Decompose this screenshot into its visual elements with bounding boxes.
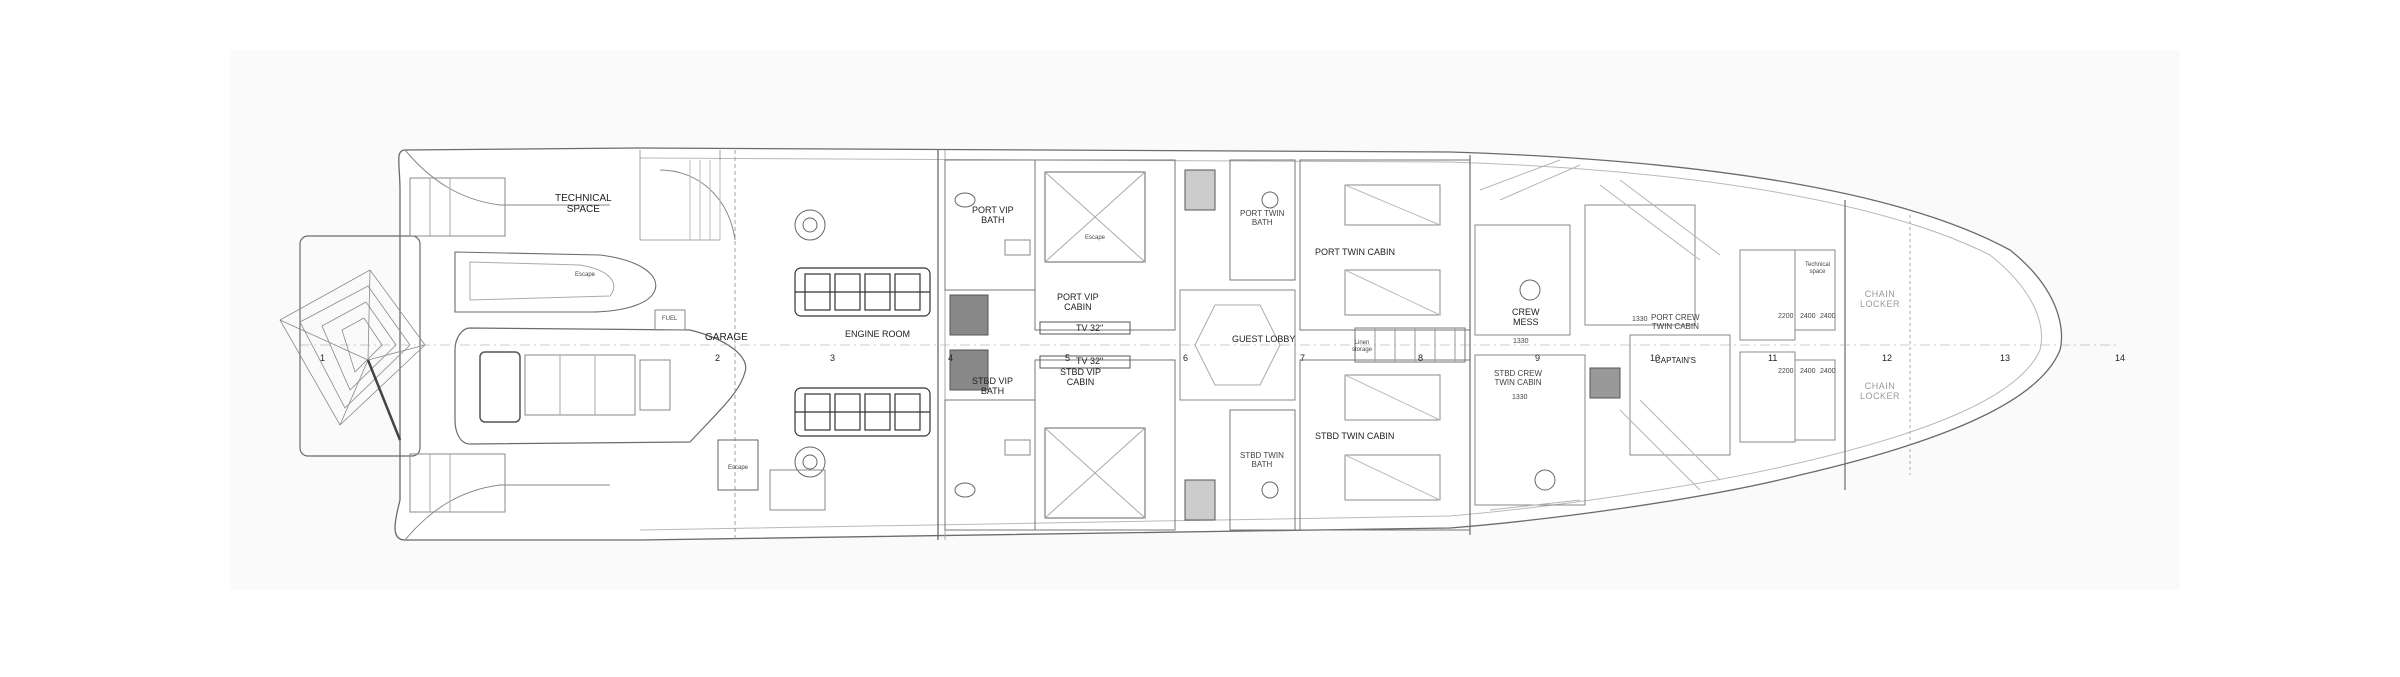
port-twin-bath-room [1229, 159, 1296, 281]
dim-2400-a: 2400 [1800, 313, 1816, 320]
frame-1: 1 [320, 353, 326, 363]
crew-hatching [1479, 159, 1721, 511]
label-chain-locker-port: CHAIN LOCKER [1860, 289, 1901, 309]
label-linen: Linen storage [1352, 340, 1373, 353]
label-escape-jetski: Escape [575, 272, 596, 278]
label-garage: GARAGE [705, 332, 748, 343]
transom-port [404, 149, 610, 206]
transom-stbd [404, 484, 610, 541]
port-vip-cabin-room [1034, 159, 1176, 331]
frame-7: 7 [1300, 353, 1306, 363]
port-duct [1184, 169, 1216, 211]
dim-stbd-crew: 1330 [1512, 394, 1528, 401]
frame-12: 12 [1882, 353, 1893, 363]
label-stbd-crew-cabin: STBD CREW TWIN CABIN [1494, 369, 1542, 387]
port-vip-bed [1044, 171, 1146, 263]
label-tv-port: TV 32" [1076, 323, 1104, 333]
escape-hatch-garage [717, 439, 759, 491]
stair-treads [689, 160, 721, 240]
stbd-shower [949, 349, 989, 391]
stbd-tech-box [1794, 359, 1836, 441]
stbd-crew-cabin-room [1474, 354, 1586, 506]
frame-5: 5 [1065, 353, 1071, 363]
dim-2400-b: 2400 [1820, 313, 1836, 320]
label-port-twin-bath: PORT TWIN BATH [1240, 209, 1285, 227]
fan-port [794, 209, 826, 241]
dim-2400-c: 2400 [1800, 368, 1816, 375]
port-tech-box [1794, 249, 1836, 331]
port-step-box [409, 177, 506, 237]
frame-10: 10 [1650, 353, 1661, 363]
label-escape-vip: Escape [1085, 235, 1106, 241]
frame-13: 13 [2000, 353, 2011, 363]
label-technical-space: TECHNICAL SPACE [555, 193, 612, 215]
frame-11: 11 [1768, 353, 1778, 363]
dim-2200-a: 2200 [1778, 313, 1794, 320]
label-stbd-twin-bath: STBD TWIN BATH [1240, 451, 1284, 469]
crew-mess-room [1474, 224, 1571, 336]
frame-14: 14 [2115, 353, 2126, 363]
hull-outline [394, 147, 2063, 541]
label-port-vip-bath: PORT VIP BATH [972, 205, 1014, 225]
label-port-vip-cabin: PORT VIP CABIN [1057, 292, 1099, 312]
label-crew-mess: CREW MESS [1512, 307, 1540, 327]
frame-9: 9 [1535, 353, 1541, 363]
label-guest-lobby: GUEST LOBBY [1232, 334, 1296, 344]
frame-6: 6 [1183, 353, 1189, 363]
label-captains: CAPTAIN'S [1655, 356, 1696, 365]
stbd-step-box [409, 453, 506, 513]
jet-ski [454, 251, 657, 313]
tv-stbd-unit [1039, 355, 1131, 369]
label-stbd-vip-cabin: STBD VIP CABIN [1060, 367, 1102, 387]
escape-hatch-tender [769, 469, 826, 511]
captains-room [1629, 334, 1731, 456]
stbd-vip-cabin-room [1034, 359, 1176, 531]
stbd-engine [794, 387, 931, 437]
label-fuel: FUEL [662, 316, 678, 322]
label-stbd-twin-cabin: STBD TWIN CABIN [1315, 431, 1395, 441]
label-tv-stbd: TV 32" [1076, 356, 1104, 366]
label-escape-hatch: Escape [728, 465, 749, 471]
inner-hull-line [639, 157, 2043, 531]
fan-stbd [794, 446, 826, 478]
stbd-vip-bed [1044, 427, 1146, 519]
frame-2: 2 [715, 353, 721, 363]
fuel-tank [654, 309, 686, 331]
frame-4: 4 [948, 353, 954, 363]
label-port-twin-cabin: PORT TWIN CABIN [1315, 247, 1396, 257]
frame-3: 3 [830, 353, 836, 363]
dim-port-crew: 1330 [1632, 316, 1648, 323]
stbd-duct [1184, 479, 1216, 521]
label-stbd-vip-bath: STBD VIP BATH [972, 376, 1014, 396]
dim-2200-b: 2200 [1778, 368, 1794, 375]
label-chain-locker-stbd: CHAIN LOCKER [1860, 381, 1901, 401]
label-engine-room: ENGINE ROOM [845, 329, 911, 339]
stbd-crew-shower [1589, 367, 1621, 399]
port-shower [949, 294, 989, 336]
dim-crew-mess: 1330 [1513, 338, 1529, 345]
dim-2400-d: 2400 [1820, 368, 1836, 375]
label-port-crew-cabin: PORT CREW TWIN CABIN [1651, 313, 1700, 331]
port-engine [794, 267, 931, 317]
label-technical-aux: Technical space [1805, 262, 1831, 275]
stbd-twin-bath-room [1229, 409, 1296, 531]
frame-8: 8 [1418, 353, 1424, 363]
stair-port [659, 169, 736, 241]
tv-port-unit [1039, 321, 1131, 335]
port-crew-cabin-room [1584, 204, 1696, 326]
